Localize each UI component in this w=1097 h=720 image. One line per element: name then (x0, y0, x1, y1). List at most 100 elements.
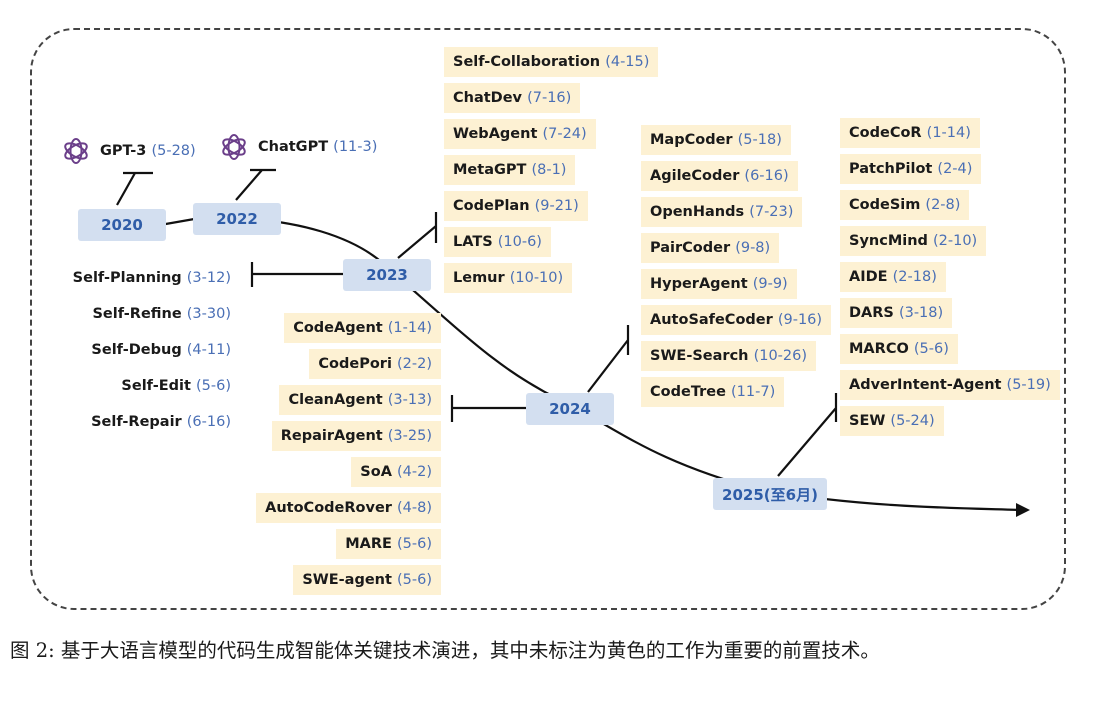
left-2023-connector (250, 262, 345, 287)
method-item: AgileCoder (6-16) (641, 161, 798, 191)
openai-logo-icon (64, 138, 88, 164)
method-name: SWE-agent (302, 572, 392, 588)
method-item: SyncMind (2-10) (840, 226, 987, 256)
method-date: (9-9) (752, 276, 788, 292)
chatgpt-connector (235, 168, 276, 201)
method-name: AutoSafeCoder (650, 312, 773, 328)
method-item: MetaGPT (8-1) (444, 155, 576, 185)
method-item: CodePori (2-2) (309, 349, 441, 379)
method-date: (1-14) (387, 320, 432, 336)
method-name: SEW (849, 413, 886, 429)
method-item: DARS (3-18) (840, 298, 953, 328)
method-name: CodeAgent (293, 320, 383, 336)
method-date: (4-8) (397, 500, 432, 516)
method-item: CodeAgent (1-14) (284, 313, 441, 343)
method-name: PairCoder (650, 240, 731, 256)
method-name: SyncMind (849, 233, 928, 249)
method-item: OpenHands (7-23) (641, 197, 803, 227)
method-name: OpenHands (650, 204, 745, 220)
method-date: (9-8) (735, 240, 771, 256)
chatgpt-date: (11-3) (333, 139, 378, 155)
gpt3-name: GPT-3 (100, 143, 147, 159)
left-2024-connector (450, 395, 527, 422)
method-item: Self-Debug (4-11) (91, 335, 231, 365)
method-date: (10-6) (497, 234, 542, 250)
method-name: LATS (453, 234, 493, 250)
method-item: HyperAgent (9-9) (641, 269, 797, 299)
method-date: (5-6) (397, 572, 432, 588)
chatgpt-name: ChatGPT (258, 139, 329, 155)
method-date: (6-16) (186, 414, 231, 430)
method-date: (3-18) (898, 305, 944, 321)
method-name: MapCoder (650, 132, 733, 148)
method-date: (9-21) (534, 198, 579, 214)
method-item: CodeSim (2-8) (840, 190, 970, 220)
method-item: Self-Edit (5-6) (121, 371, 231, 401)
method-name: AutoCodeRover (265, 500, 392, 516)
method-name: SWE-Search (650, 348, 749, 364)
method-name: DARS (849, 305, 894, 321)
method-date: (3-12) (186, 270, 231, 286)
method-name: SoA (360, 464, 392, 480)
method-date: (10-26) (753, 348, 808, 364)
method-item: CleanAgent (3-13) (279, 385, 441, 415)
method-date: (3-13) (387, 392, 432, 408)
method-date: (9-16) (777, 312, 823, 328)
method-date: (7-16) (527, 90, 572, 106)
method-item: SEW (5-24) (840, 406, 944, 436)
method-name: ChatDev (453, 90, 523, 106)
method-item: AutoCodeRover (4-8) (256, 493, 441, 523)
method-date: (5-19) (1006, 377, 1051, 393)
gpt3-date: (5-28) (151, 143, 196, 159)
method-name: AgileCoder (650, 168, 740, 184)
method-date: (11-7) (731, 384, 776, 400)
method-name: Self-Repair (91, 414, 182, 430)
method-name: CleanAgent (288, 392, 383, 408)
year-box-2020: 2020 (78, 209, 166, 241)
method-date: (1-14) (926, 125, 971, 141)
method-date: (5-6) (913, 341, 949, 357)
method-item: CodeTree (11-7) (641, 377, 785, 407)
figure-caption: 图 2: 基于大语言模型的代码生成智能体关键技术演进，其中未标注为黄色的工作为重… (10, 639, 880, 662)
gpt3-label: GPT-3 (5-28) (60, 134, 196, 168)
method-item: Self-Planning (3-12) (73, 263, 231, 293)
chatgpt-label: ChatGPT (11-3) (218, 130, 377, 164)
method-name: Self-Collaboration (453, 54, 601, 70)
openai-logo-icon (222, 134, 246, 160)
method-item: AIDE (2-18) (840, 262, 946, 292)
method-name: WebAgent (453, 126, 538, 142)
year-box-2024: 2024 (526, 393, 614, 425)
method-date: (7-23) (749, 204, 794, 220)
top-2023-connector (397, 212, 438, 259)
method-item: MARE (5-6) (336, 529, 441, 559)
method-date: (2-4) (937, 161, 973, 177)
top-2024-connector (587, 325, 630, 393)
method-item: RepairAgent (3-25) (271, 421, 441, 451)
method-item: PairCoder (9-8) (641, 233, 780, 263)
method-date: (5-24) (890, 413, 935, 429)
method-name: MetaGPT (453, 162, 527, 178)
method-date: (2-18) (892, 269, 937, 285)
method-item: Self-Refine (3-30) (92, 299, 231, 329)
timeline-frame (30, 28, 1066, 610)
method-item: MapCoder (5-18) (641, 125, 791, 155)
method-item: Lemur (10-10) (444, 263, 573, 293)
method-name: Self-Edit (121, 378, 191, 394)
year-box-2025: 2025(至6月) (713, 478, 827, 510)
year-box-2023: 2023 (343, 259, 431, 291)
method-name: CodeSim (849, 197, 921, 213)
method-date: (3-30) (186, 306, 231, 322)
arrow-head-icon (1016, 503, 1030, 517)
method-name: CodeCoR (849, 125, 922, 141)
method-date: (2-2) (397, 356, 432, 372)
method-item: AdverIntent-Agent (5-19) (840, 370, 1060, 400)
method-item: CodePlan (9-21) (444, 191, 588, 221)
method-name: PatchPilot (849, 161, 933, 177)
method-date: (5-6) (196, 378, 231, 394)
method-name: MARCO (849, 341, 909, 357)
gpt3-connector (116, 171, 153, 206)
method-item: MARCO (5-6) (840, 334, 958, 364)
method-name: RepairAgent (280, 428, 383, 444)
method-name: HyperAgent (650, 276, 748, 292)
method-item: CodeCoR (1-14) (840, 118, 980, 148)
